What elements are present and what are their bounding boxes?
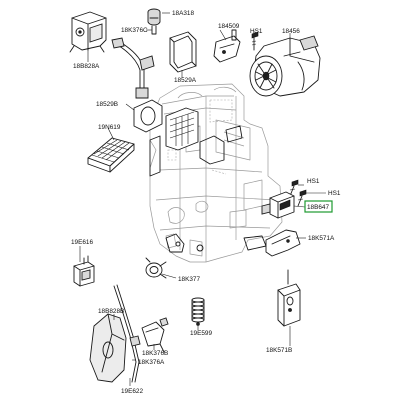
part-18B828B-actuator[interactable] [89,313,127,383]
highlight-box-18B647 [304,200,333,213]
label-19N619[interactable]: 19N619 [98,124,121,131]
label-18A318[interactable]: 18A318 [172,10,194,17]
label-18456[interactable]: 18456 [282,28,300,35]
part-18K376A-cable[interactable] [113,284,141,383]
label-HS1-mid-a[interactable]: HS1 [307,178,320,185]
label-18K571B[interactable]: 18K571B [266,347,292,354]
label-184509[interactable]: 184509 [218,23,240,30]
part-18K377-actuator[interactable] [145,257,167,279]
part-labels: 18B828A 18A318 18K376C 18529A 184509 HS1… [71,10,341,395]
part-19E599-spring[interactable] [191,297,205,326]
label-18B828A[interactable]: 18B828A [73,63,100,70]
label-HS1-top[interactable]: HS1 [250,28,263,35]
label-HS1-mid-b[interactable]: HS1 [328,190,341,197]
front-case-panel [149,107,267,253]
label-18B647[interactable]: 18B647 [307,204,329,211]
leader-lines [79,12,326,386]
part-19E616-connector[interactable] [73,255,95,287]
part-18529B-seal[interactable] [133,99,163,133]
part-18K376B-cable[interactable] [141,317,169,353]
part-18K571B-bracket[interactable] [277,269,301,327]
label-19E616[interactable]: 19E616 [71,239,93,246]
label-18K376C[interactable]: 18K376C [121,27,148,34]
part-19N619-filter[interactable] [87,137,135,173]
part-18456-blower[interactable] [249,35,321,97]
part-HS1-screw-mid-a[interactable] [289,179,299,197]
part-18529A-seal[interactable] [169,31,197,73]
part-184509-bracket[interactable] [213,29,241,63]
label-18B828B[interactable]: 18B828B [98,308,124,315]
part-HS1-screw-mid-b[interactable] [297,189,307,207]
label-18K571A[interactable]: 18K571A [308,235,335,242]
label-19E599[interactable]: 19E599 [190,330,212,337]
part-18B828A-actuator[interactable] [69,11,107,53]
part-18B647-resistor[interactable] [261,191,295,219]
part-HS1-screw-top[interactable] [251,31,259,51]
label-18K376A[interactable]: 18K376A [138,359,165,366]
label-18529A[interactable]: 18529A [174,77,197,84]
part-18K571A-cover[interactable] [265,229,301,257]
label-18529B[interactable]: 18529B [96,101,118,108]
label-18K376B[interactable]: 18K376B [142,350,168,357]
heater-housing-outline [149,83,283,263]
part-18A318-sensor[interactable] [147,8,161,35]
label-19E622[interactable]: 19E622 [121,388,143,395]
part-18K376C-cable[interactable] [111,37,155,99]
label-18K377[interactable]: 18K377 [178,276,200,283]
